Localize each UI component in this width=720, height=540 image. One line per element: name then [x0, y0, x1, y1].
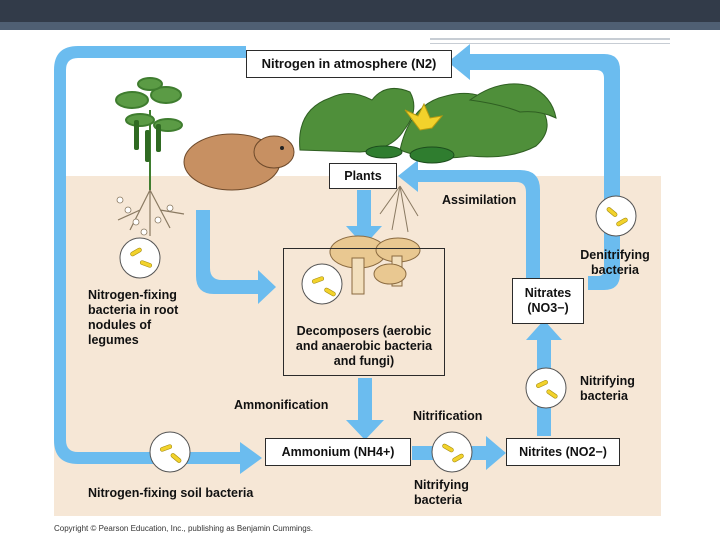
- arrow-root-to-decomposers: [196, 210, 276, 304]
- nitrogen-fixing-soil-label: Nitrogen-fixing soil bacteria: [88, 486, 254, 500]
- title-bar: [0, 0, 720, 22]
- copyright-text: Copyright © Pearson Education, Inc., pub…: [54, 524, 313, 533]
- squash-fruit: [365, 145, 455, 164]
- decomposers-label: Decomposers (aerobic and anaerobic bacte…: [295, 324, 433, 368]
- legume-pods: [134, 120, 161, 162]
- squash-flower: [404, 102, 444, 131]
- nitrites-box: Nitrites (NO2−): [506, 438, 620, 466]
- squash-plant: [299, 83, 557, 159]
- ammonium-box: Ammonium (NH4+): [265, 438, 411, 466]
- title-bar-accent: [0, 22, 720, 30]
- ammonification-label: Ammonification: [234, 398, 329, 412]
- bacteria-rods: [130, 207, 628, 463]
- assimilation-label: Assimilation: [442, 193, 517, 207]
- root-nodules: [116, 196, 174, 236]
- denitrifying-label: Denitrifying bacteria: [580, 248, 650, 277]
- bacteria-soil-fixing: [149, 431, 191, 473]
- nitrates-box: Nitrates (NO3−): [512, 278, 584, 324]
- nitrification-label: Nitrification: [413, 409, 483, 423]
- mushrooms: [329, 235, 421, 295]
- header-rule: [430, 38, 670, 40]
- arrow-ammonification: [346, 378, 384, 440]
- nitrogen-fixing-root-label: Nitrogen-fixing bacteria in root nodules…: [88, 288, 179, 347]
- plant-roots: [379, 185, 419, 233]
- nitrifying-right-label: Nitrifying bacteria: [580, 374, 635, 403]
- arrow-assimilation: [398, 160, 540, 280]
- header-rule-thin: [430, 43, 670, 44]
- arrow-denitrification: [448, 44, 620, 290]
- nitrifying-bottom-label: Nitrifying bacteria: [414, 478, 469, 507]
- gopher-illustration: [183, 133, 295, 191]
- arrow-plants-to-decomposers: [346, 190, 382, 246]
- decomposers-panel: [283, 248, 445, 376]
- legume-plant: [115, 77, 183, 190]
- atmosphere-box: Nitrogen in atmosphere (N2): [246, 50, 452, 78]
- legume-roots: [117, 189, 185, 236]
- plants-box: Plants: [329, 163, 397, 189]
- bacteria-nitrifying-right: [525, 367, 567, 409]
- bacteria-root-nodules: [119, 237, 161, 279]
